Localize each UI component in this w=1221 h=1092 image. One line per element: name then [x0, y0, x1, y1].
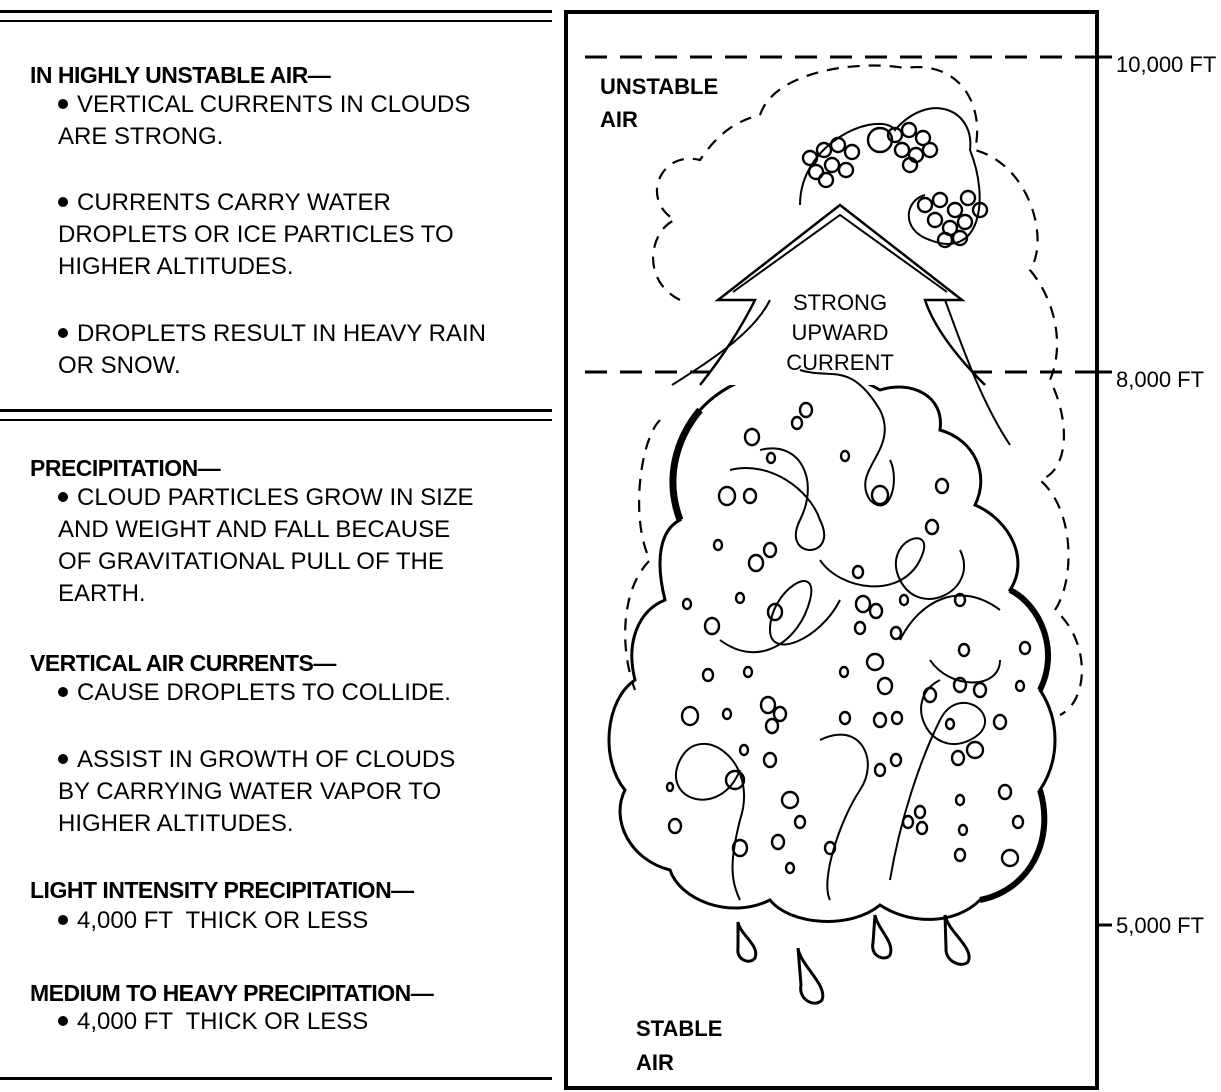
altitude-label: 10,000 FT [1116, 52, 1216, 77]
cloud-shadow [673, 410, 700, 520]
motion-loops [676, 370, 1000, 900]
cloud-envelope [625, 65, 1082, 715]
altitude-label: 5,000 FT [1116, 913, 1204, 938]
altitude-label: 8,000 FT [1116, 367, 1204, 392]
cloud-shadow [980, 590, 1048, 900]
raindrops [738, 915, 969, 1003]
cloud-droplets [667, 403, 1030, 873]
